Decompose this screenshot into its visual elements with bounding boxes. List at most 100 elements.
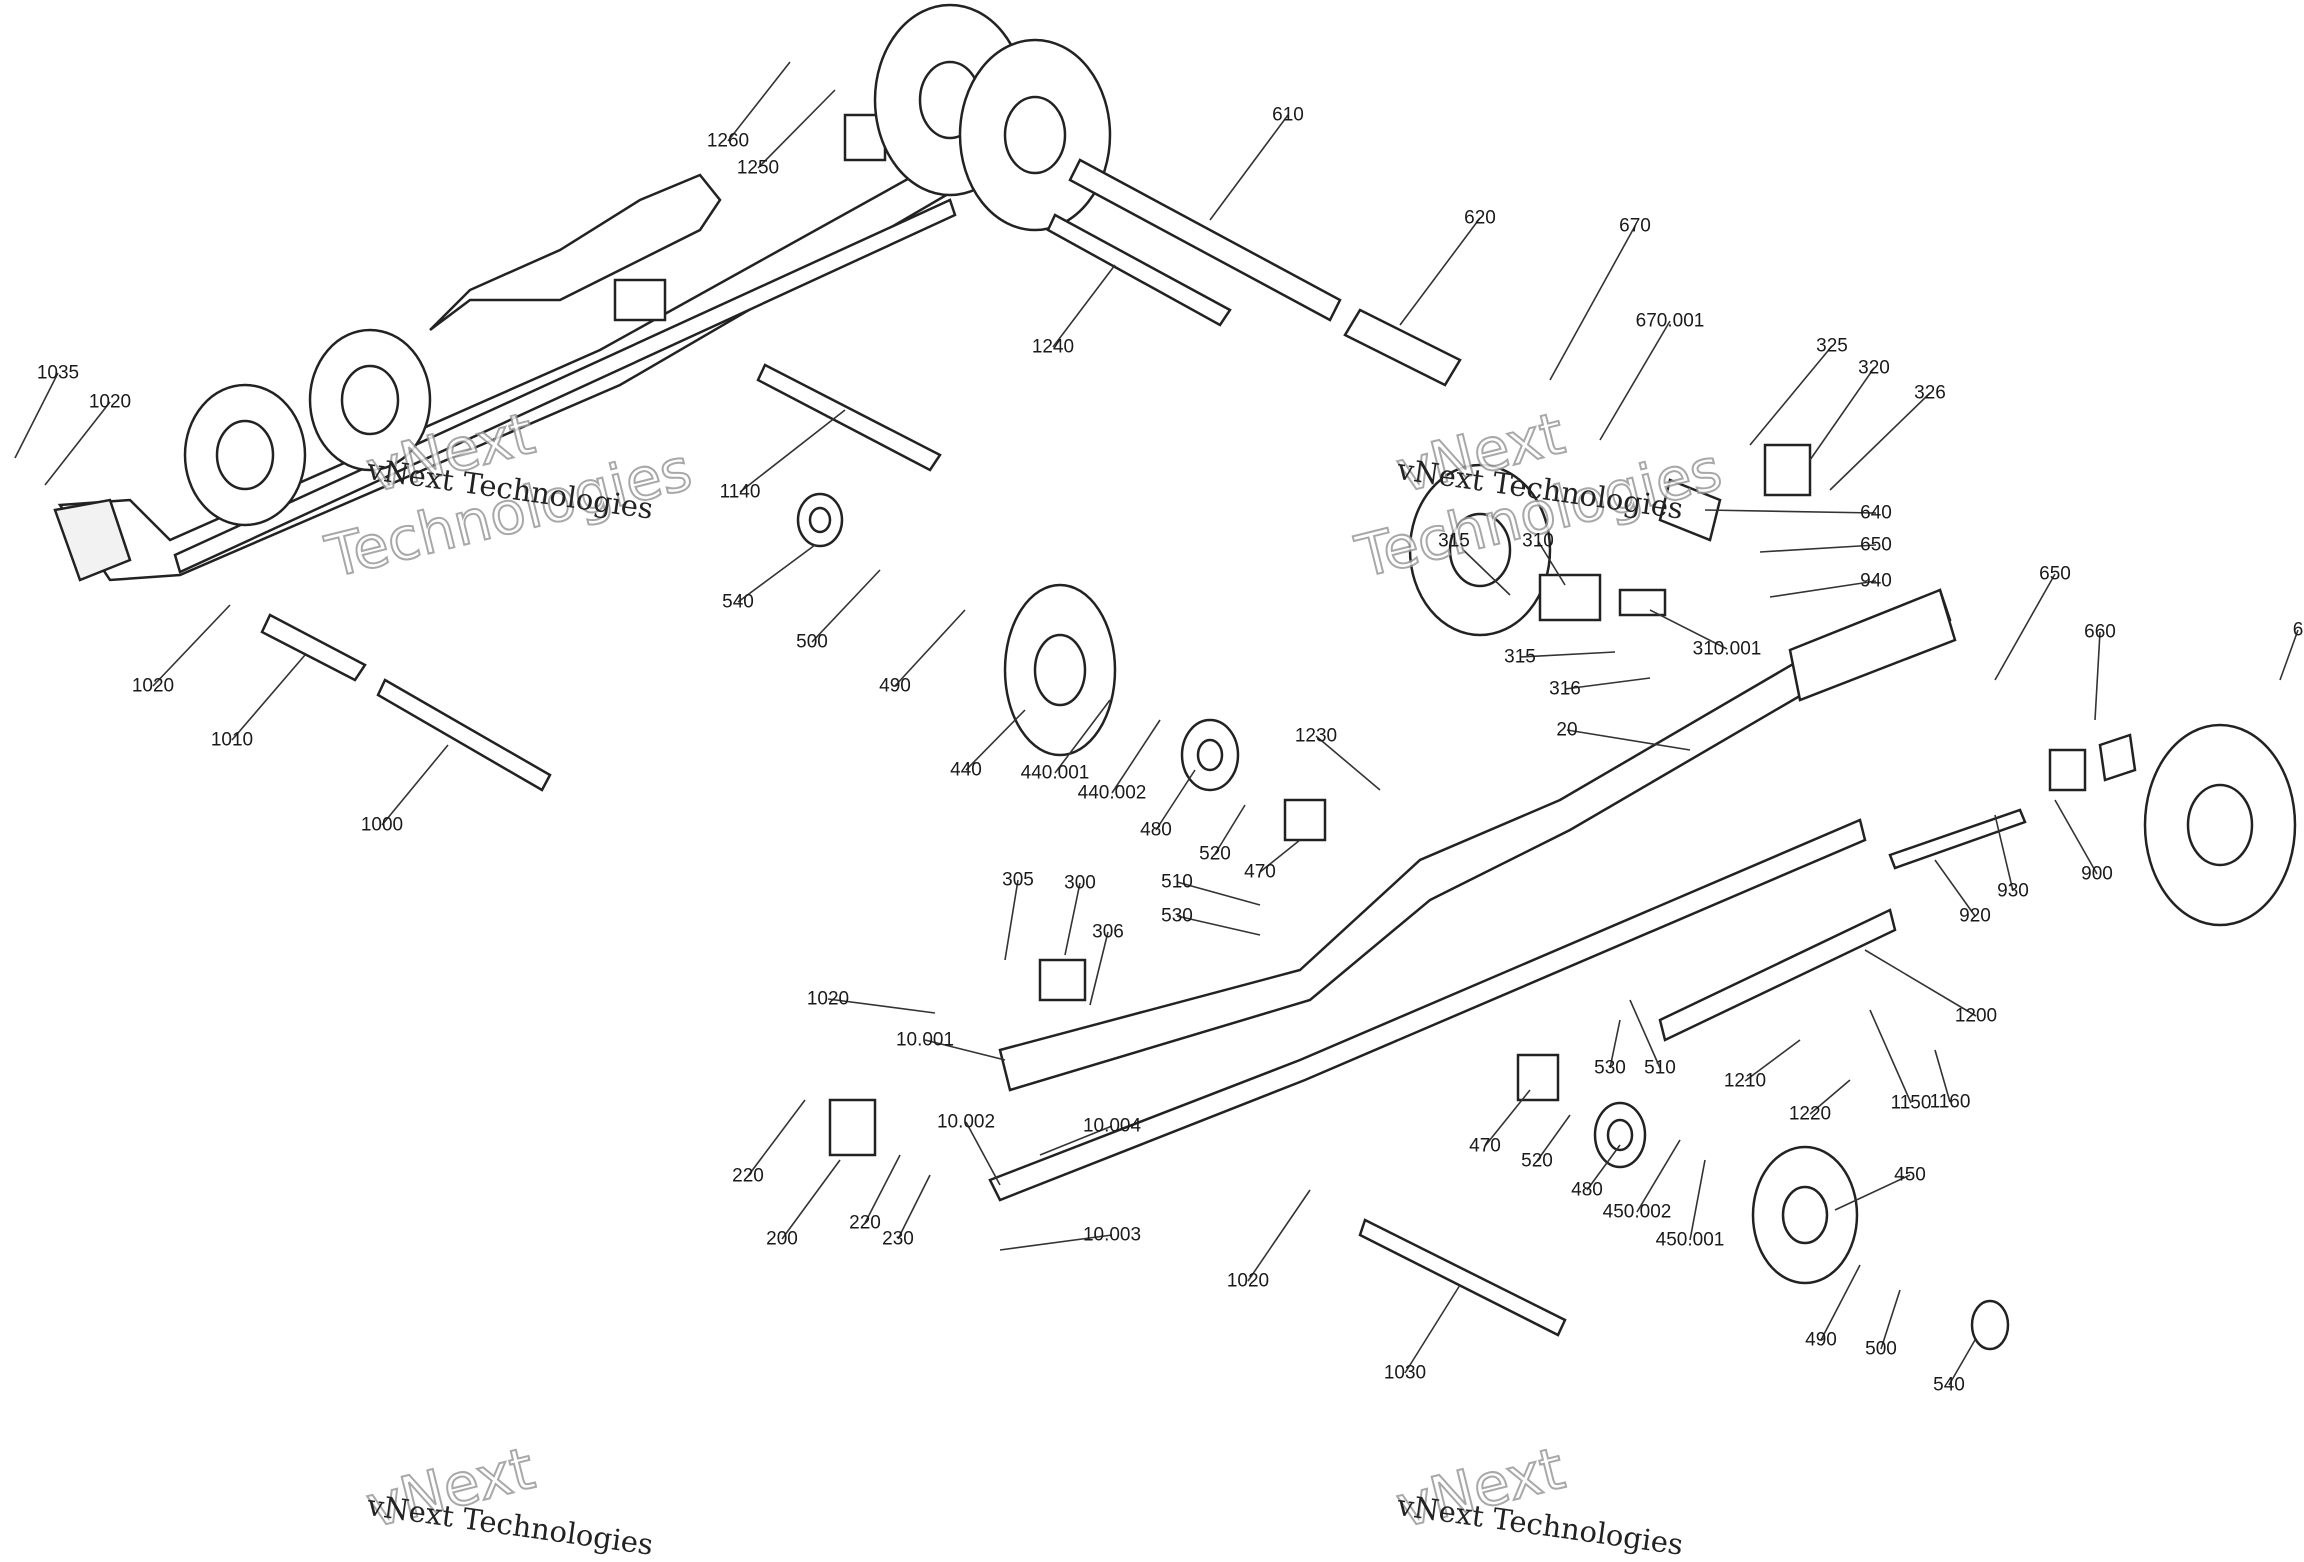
leader-450.002 — [1636, 1139, 1681, 1213]
bogie-wheels — [796, 492, 2010, 1351]
callout-320: 320 — [1858, 357, 1890, 379]
callout-1020c: 1020 — [806, 988, 850, 1010]
callout-10.001: 10.001 — [895, 1029, 955, 1051]
leader-930 — [1994, 814, 2014, 892]
callout-490a: 490 — [879, 675, 911, 697]
leader-300 — [1064, 882, 1081, 956]
leader-1020b — [152, 604, 231, 687]
callout-10.004: 10.004 — [1082, 1115, 1142, 1137]
callout-660: 660 — [2084, 621, 2116, 643]
leader-220b — [864, 1154, 901, 1224]
leader-510b — [1629, 999, 1661, 1069]
leader-470b — [1484, 1089, 1531, 1147]
callout-930: 930 — [1997, 880, 2029, 902]
leader-1010 — [231, 654, 306, 741]
leader-520b — [1536, 1114, 1571, 1162]
leader-540b — [1948, 1339, 1976, 1386]
leader-670 — [1549, 225, 1636, 381]
callout-326: 326 — [1914, 382, 1946, 404]
left-rail-assembly — [53, 113, 962, 582]
callout-480a: 480 — [1140, 819, 1172, 841]
leader-325 — [1749, 345, 1833, 446]
callout-20: 20 — [1556, 719, 1578, 741]
left-wheels — [183, 3, 1112, 527]
leader-1035 — [14, 372, 59, 459]
brackets-and-hardware — [828, 443, 2137, 1157]
leader-1230 — [1315, 735, 1381, 791]
callout-316: 316 — [1549, 678, 1581, 700]
callout-220a: 220 — [732, 1165, 764, 1187]
callout-540a: 540 — [722, 591, 754, 613]
leader-1240 — [1052, 264, 1116, 348]
leader-660 — [2094, 631, 2101, 721]
leader-1140 — [739, 409, 846, 493]
leader-10.002 — [965, 1121, 1001, 1186]
leader-200 — [781, 1159, 841, 1240]
leader-1020c — [827, 998, 936, 1014]
callout-1030: 1030 — [1383, 1362, 1427, 1384]
callout-10.003: 10.003 — [1082, 1224, 1142, 1246]
leader-320 — [1809, 367, 1875, 461]
leader-1030 — [1404, 1284, 1461, 1374]
leader-620 — [1399, 217, 1481, 326]
callout-1200: 1200 — [1954, 1005, 1998, 1027]
leader-316 — [1564, 677, 1651, 690]
leader-1220 — [1809, 1079, 1851, 1115]
callout-540b: 540 — [1933, 1374, 1965, 1396]
callout-315a: 315 — [1438, 530, 1470, 552]
leader-480a — [1155, 769, 1196, 831]
callout-650a: 650 — [1860, 534, 1892, 556]
leader-440 — [965, 709, 1026, 771]
leader-220a — [747, 1099, 806, 1177]
leader-1200 — [1864, 949, 1977, 1017]
callout-220b: 220 — [849, 1212, 881, 1234]
callout-310: 310 — [1522, 530, 1554, 552]
callout-230: 230 — [882, 1228, 914, 1250]
leader-480b — [1586, 1144, 1621, 1191]
callout-520a: 520 — [1199, 843, 1231, 865]
callout-530b: 530 — [1594, 1057, 1626, 1079]
leader-450 — [1834, 1174, 1911, 1211]
leader-1160 — [1934, 1049, 1951, 1103]
leader-920 — [1934, 859, 1976, 917]
leader-670.001 — [1599, 320, 1671, 441]
leader-440.001 — [1054, 699, 1111, 774]
leader-900 — [2054, 799, 2098, 875]
callout-620: 620 — [1464, 207, 1496, 229]
callout-1250: 1250 — [736, 157, 780, 179]
leader-500a — [811, 569, 881, 643]
callout-920: 920 — [1959, 905, 1991, 927]
leader-1210 — [1744, 1039, 1801, 1082]
leader-1020d — [1247, 1189, 1311, 1282]
leader-640 — [1704, 509, 1877, 514]
callout-520b: 520 — [1521, 1150, 1553, 1172]
leader-1000 — [381, 744, 449, 826]
callout-1020b: 1020 — [131, 675, 175, 697]
callout-470b: 470 — [1469, 1135, 1501, 1157]
callout-640: 640 — [1860, 502, 1892, 524]
callout-480b: 480 — [1571, 1179, 1603, 1201]
callout-1220: 1220 — [1788, 1103, 1832, 1125]
callout-940: 940 — [1860, 570, 1892, 592]
callout-325: 325 — [1816, 335, 1848, 357]
leader-530a — [1176, 915, 1261, 936]
callout-610: 610 — [1272, 104, 1304, 126]
callout-1000: 1000 — [360, 814, 404, 836]
leader-650b — [1994, 573, 2056, 681]
callout-440: 440 — [950, 759, 982, 781]
leader-20 — [1566, 729, 1691, 751]
leader-1260 — [727, 61, 791, 142]
leader-305 — [1004, 879, 1019, 961]
callout-1010: 1010 — [210, 729, 254, 751]
callout-530a: 530 — [1161, 905, 1193, 927]
callout-1260: 1260 — [706, 130, 750, 152]
leader-315a — [1453, 540, 1511, 596]
leader-530b — [1609, 1019, 1621, 1069]
leader-10.003 — [999, 1234, 1113, 1251]
callout-310.001: 310.001 — [1692, 638, 1762, 660]
callout-200: 200 — [766, 1228, 798, 1250]
leader-lines — [14, 61, 2299, 1386]
callout-1035: 1035 — [36, 362, 80, 384]
leader-310 — [1537, 540, 1566, 586]
